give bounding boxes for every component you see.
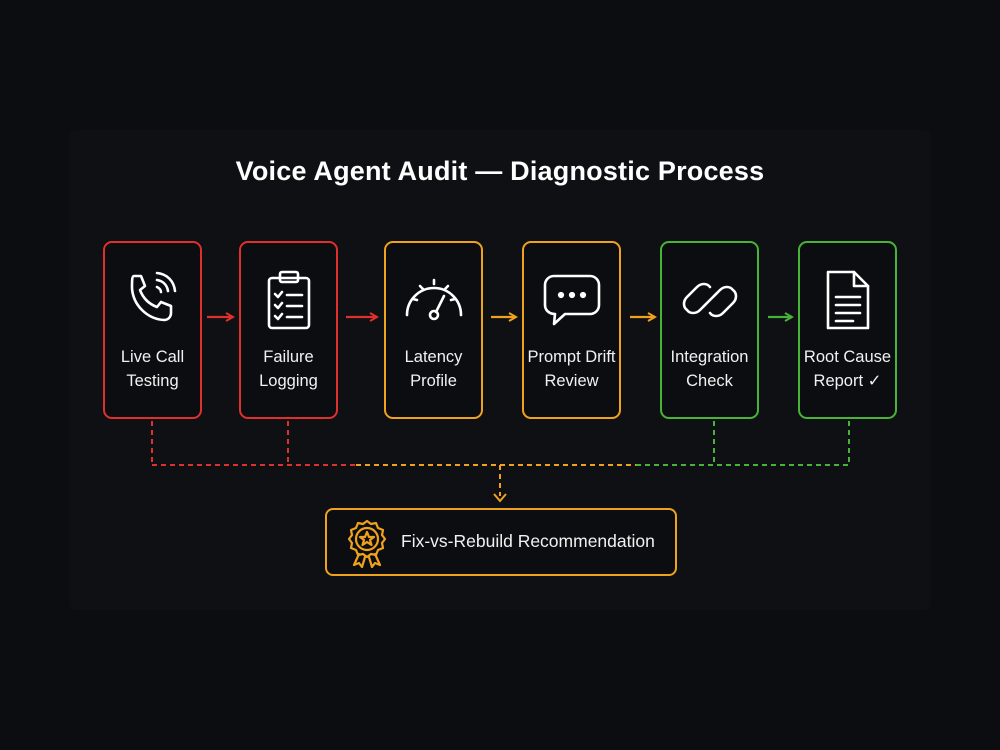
step-failure-logging: Failure Logging bbox=[239, 241, 338, 419]
step-prompt-drift-review: Prompt Drift Review bbox=[522, 241, 621, 419]
step-label: Integration Check bbox=[670, 348, 749, 390]
step-integration-check: Integration Check bbox=[660, 241, 759, 419]
speedometer-icon bbox=[401, 267, 467, 333]
diagram-title: Voice Agent Audit — Diagnostic Process bbox=[235, 156, 765, 186]
step-live-call-testing: Live Call Testing bbox=[103, 241, 202, 419]
clipboard-checklist-icon bbox=[256, 267, 322, 333]
step-label: Failure Logging bbox=[259, 348, 318, 390]
chat-bubble-icon bbox=[539, 267, 605, 333]
chain-link-icon bbox=[677, 267, 743, 333]
phone-call-icon bbox=[120, 267, 186, 333]
step-label: Latency Profile bbox=[404, 348, 463, 390]
step-label: Prompt Drift Review bbox=[527, 348, 616, 390]
document-icon bbox=[815, 267, 881, 333]
award-badge-icon bbox=[343, 518, 391, 568]
step-label: Root Cause Report ✓ bbox=[803, 348, 892, 390]
step-label: Live Call Testing bbox=[120, 348, 185, 390]
result-label: Fix-vs-Rebuild Recommendation bbox=[401, 531, 655, 551]
step-root-cause-report: Root Cause Report ✓ bbox=[798, 241, 897, 419]
step-latency-profile: Latency Profile bbox=[384, 241, 483, 419]
result-fix-vs-rebuild: Fix-vs-Rebuild Recommendation bbox=[325, 508, 677, 576]
